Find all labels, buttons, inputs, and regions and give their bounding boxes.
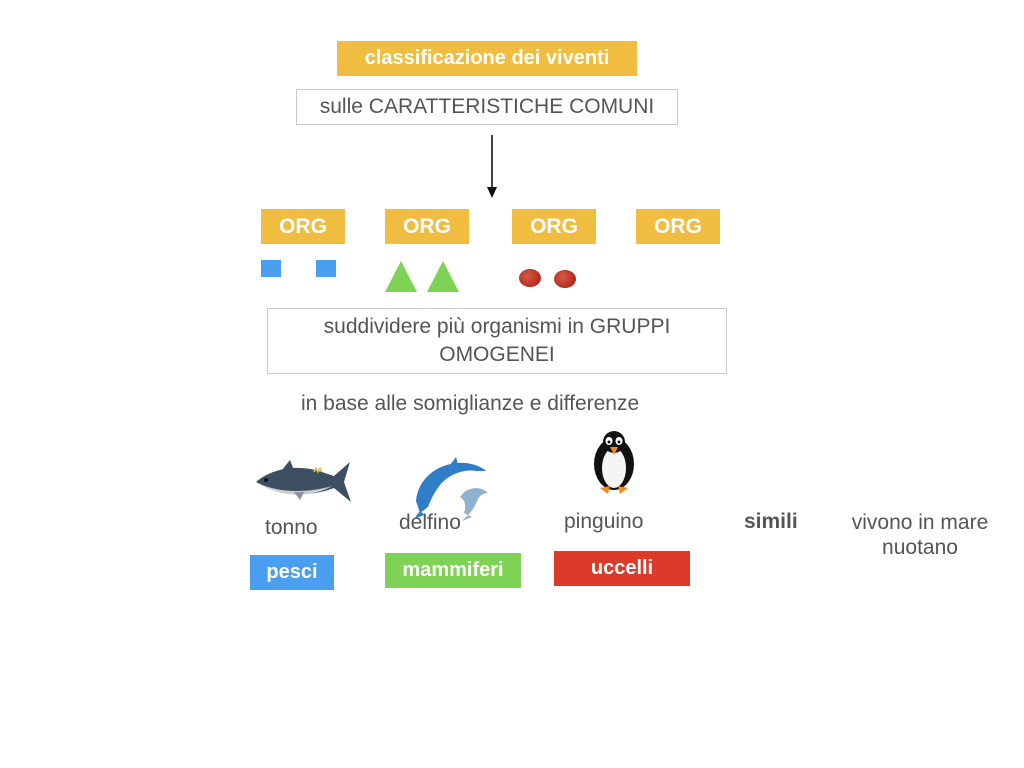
- groups-box: suddividere più organismi in GRUPPI OMOG…: [267, 308, 727, 374]
- org-label-1: ORG: [261, 209, 345, 244]
- down-arrow-icon: [487, 135, 497, 198]
- green-triangle-shape: [427, 261, 459, 292]
- groups-text: suddividere più organismi in GRUPPI OMOG…: [323, 315, 671, 366]
- animal-name-tonno: tonno: [265, 516, 318, 539]
- green-triangle-shape: [385, 261, 417, 292]
- red-dot-shape: [554, 270, 576, 288]
- category-badge-uccelli: uccelli: [554, 551, 690, 586]
- subtitle-text: sulle CARATTERISTICHE COMUNI: [319, 95, 655, 118]
- basis-text: in base alle somiglianze e differenze: [301, 392, 640, 415]
- red-dot-shape: [519, 269, 541, 287]
- trait-item: vivono in mare: [851, 511, 989, 534]
- tuna-icon: [256, 460, 351, 502]
- org-label-2: ORG: [385, 209, 469, 244]
- category-badge-pesci: pesci: [250, 555, 334, 590]
- slide-title: classificazione dei viventi: [337, 41, 637, 76]
- org-label-4: ORG: [636, 209, 720, 244]
- subtitle-box: sulle CARATTERISTICHE COMUNI: [296, 89, 678, 125]
- trait-item: nuotano: [882, 536, 958, 559]
- penguin-icon: [594, 431, 634, 494]
- animal-name-pinguino: pinguino: [564, 510, 644, 533]
- category-badge-mammiferi: mammiferi: [385, 553, 521, 588]
- traits: vivono in mare nuotano: [820, 510, 1020, 560]
- animal-name-delfino: delfino: [399, 511, 461, 534]
- similar-label: simili: [744, 510, 798, 533]
- org-label-3: ORG: [512, 209, 596, 244]
- dolphin-icon: [414, 457, 488, 521]
- blue-square-shape: [316, 260, 336, 277]
- blue-square-shape: [261, 260, 281, 277]
